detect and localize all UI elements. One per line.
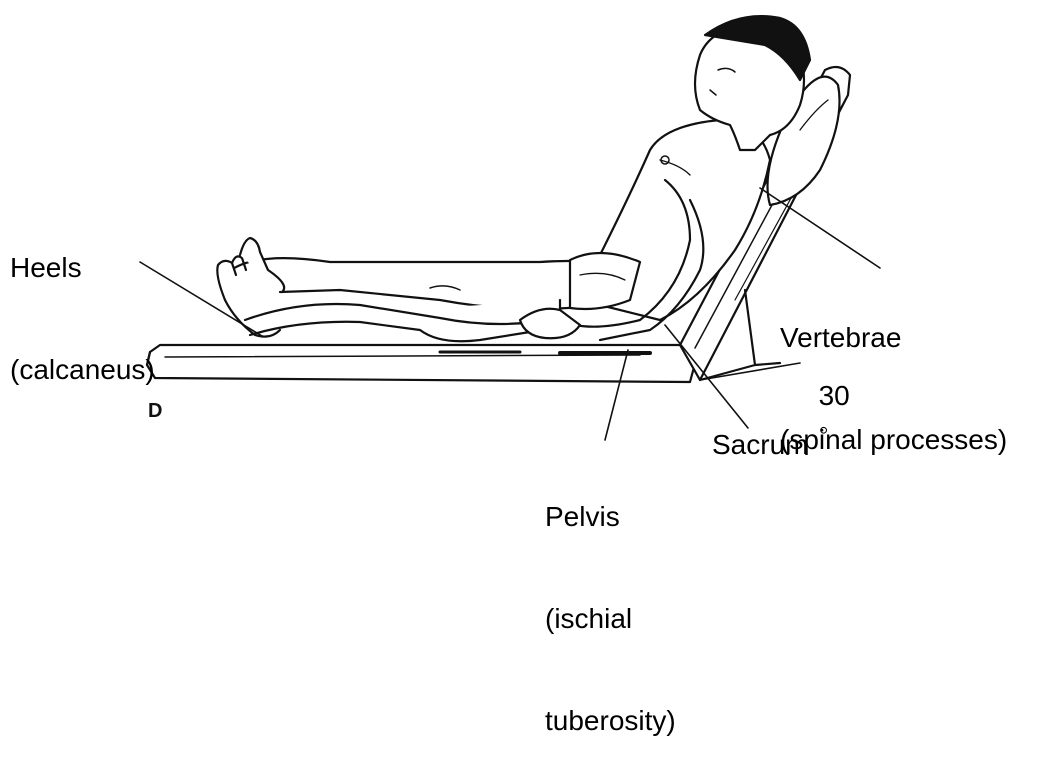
heels-label-line1: Heels — [10, 251, 155, 285]
heels-label: Heels (calcaneus) — [10, 183, 155, 421]
pelvis-label-line2: (ischial — [545, 602, 676, 636]
pelvis-label-line3: tuberosity) — [545, 704, 676, 738]
panel-letter: D — [148, 400, 162, 423]
pelvis-label-line1: Pelvis — [545, 500, 676, 534]
angle-value: 30 — [819, 380, 850, 411]
sacrum-label: Sacrum — [712, 428, 808, 462]
shorts — [570, 253, 640, 309]
degree-symbol: ◦ — [819, 414, 829, 445]
heels-label-line2: (calcaneus) — [10, 353, 155, 387]
bed-mattress — [147, 345, 700, 382]
pelvis-label: Pelvis (ischial tuberosity) — [545, 432, 676, 772]
angle-label: 30 ◦ — [803, 345, 850, 447]
